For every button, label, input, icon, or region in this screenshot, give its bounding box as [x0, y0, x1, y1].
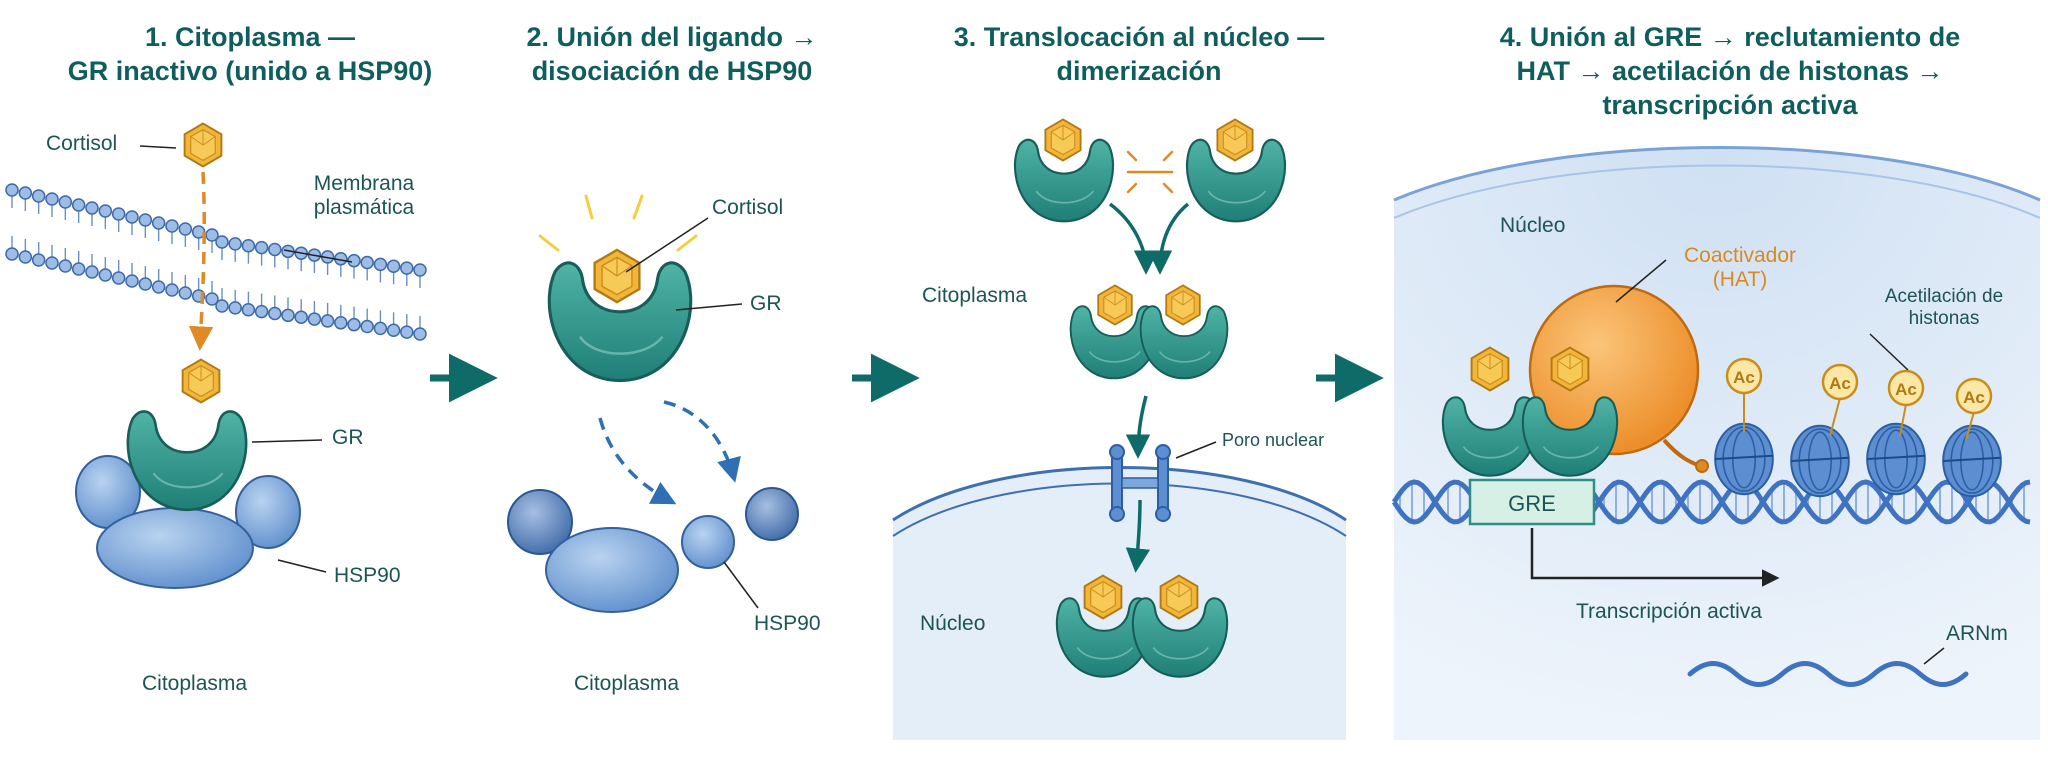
coactivator-label: Coactivador (HAT): [1683, 244, 1797, 291]
gre-label: GRE: [1508, 491, 1556, 516]
hsp90-subunit: [235, 475, 301, 549]
dimerization-arrow: [1108, 202, 1159, 275]
acetyl-label: Ac: [1963, 388, 1985, 407]
acetyl-label: Ac: [1829, 374, 1851, 393]
mrna-label: ARNm: [1946, 622, 2008, 645]
cortisol-molecule: [1044, 118, 1082, 162]
cortisol-label: Cortisol: [46, 132, 118, 155]
dissociation-arrow: [663, 400, 741, 483]
cortisol-molecule: [183, 122, 223, 168]
gre-element-box: [1468, 478, 1596, 526]
leader-line: [1615, 259, 1667, 303]
translocation-arrow: [1125, 499, 1151, 573]
cortisol-molecule: [1470, 346, 1510, 392]
leader-line: [675, 303, 743, 311]
nucleosome: [1942, 424, 2002, 498]
dimerization-arrow: [1147, 202, 1190, 275]
nucleosome: [1790, 424, 1850, 498]
nuclear-pore: [1109, 444, 1171, 522]
acetyl-mark: [1725, 357, 1763, 432]
panel-3-illustration: [892, 118, 1347, 740]
transcription-arrow: [1530, 528, 1780, 587]
hsp90-subunit: [507, 489, 573, 555]
cortisol-molecule: [1159, 574, 1199, 620]
membrane-label: Membrana plasmática: [313, 172, 415, 219]
cytoplasm-label: Citoplasma: [574, 672, 680, 695]
gr-label: GR: [750, 292, 782, 315]
nuclear-pore-label: Poro nuclear: [1222, 430, 1325, 450]
gr-receptor: [126, 410, 248, 512]
cortisol-molecule: [1216, 118, 1254, 162]
nuclear-envelope: [1393, 146, 2041, 202]
leader-line: [283, 249, 353, 263]
gr-label: GR: [332, 426, 364, 449]
nuclear-envelope: [1393, 164, 2041, 219]
panel-4-title: 4. Unión al GRE → reclutamiento de HAT →…: [1499, 22, 1961, 120]
leader-line: [723, 561, 759, 609]
acetyl-mark: [1887, 369, 1925, 437]
acetyl-mark: [1821, 363, 1859, 437]
binding-glow: [538, 194, 698, 252]
acetyl-label: Ac: [1895, 380, 1917, 399]
hsp90-label: HSP90: [334, 564, 401, 587]
hsp90-subunit: [545, 527, 679, 613]
panel-2-title: 2. Unión del ligando → disociación de HS…: [526, 22, 818, 86]
hsp90-subunit: [681, 515, 735, 569]
hsp90-subunit: [745, 487, 799, 541]
cortisol-label: Cortisol: [712, 196, 784, 219]
cortisol-molecule: [1165, 284, 1201, 326]
leader-line: [139, 145, 177, 149]
leader-line: [625, 217, 709, 273]
hsp90-subunit: [96, 507, 254, 589]
cortisol-molecule: [1550, 346, 1590, 392]
hsp90-label: HSP90: [754, 612, 821, 635]
acetyl-label: Ac: [1733, 368, 1755, 387]
panel-2-illustration: [507, 194, 799, 613]
dissociation-arrow: [598, 417, 677, 505]
leader-line: [1175, 441, 1217, 459]
cytoplasm-label: Citoplasma: [142, 672, 248, 695]
cytoplasm-label: Citoplasma: [922, 284, 1028, 307]
translocation-arrow: [1125, 395, 1151, 459]
nucleus-label: Núcleo: [1500, 214, 1566, 237]
cortisol-molecule: [593, 248, 641, 304]
leader-line: [277, 559, 327, 573]
coactivator-hat: [1528, 284, 1700, 456]
cortisol-molecule: [1083, 574, 1123, 620]
nucleosome: [1714, 422, 1774, 496]
leader-line: [1869, 333, 1909, 371]
transcription-label: Transcripción activa: [1576, 600, 1762, 623]
panel-4-illustration: [1391, 146, 2041, 740]
panel-1-illustration: [5, 122, 427, 589]
nucleus-label: Núcleo: [920, 612, 986, 635]
panel-1-title: 1. Citoplasma — GR inactivo (unido a HSP…: [67, 22, 433, 86]
dimerization-spark: [1126, 150, 1174, 194]
mrna-strand: [1687, 661, 1969, 687]
nucleosome: [1866, 422, 1926, 496]
histone-acetylation-label: Acetilación de histonas: [1884, 286, 2004, 329]
cortisol-molecule: [181, 358, 221, 404]
cortisol-molecule: [1097, 284, 1133, 326]
acetyl-mark: [1955, 377, 1993, 441]
cortisol-entry-arrow: [188, 171, 214, 351]
plasma-membrane: [5, 183, 427, 341]
leader-line: [1923, 647, 1945, 665]
leader-line: [251, 439, 323, 443]
panel-3-title: 3. Translocación al núcleo — dimerizació…: [953, 22, 1325, 86]
